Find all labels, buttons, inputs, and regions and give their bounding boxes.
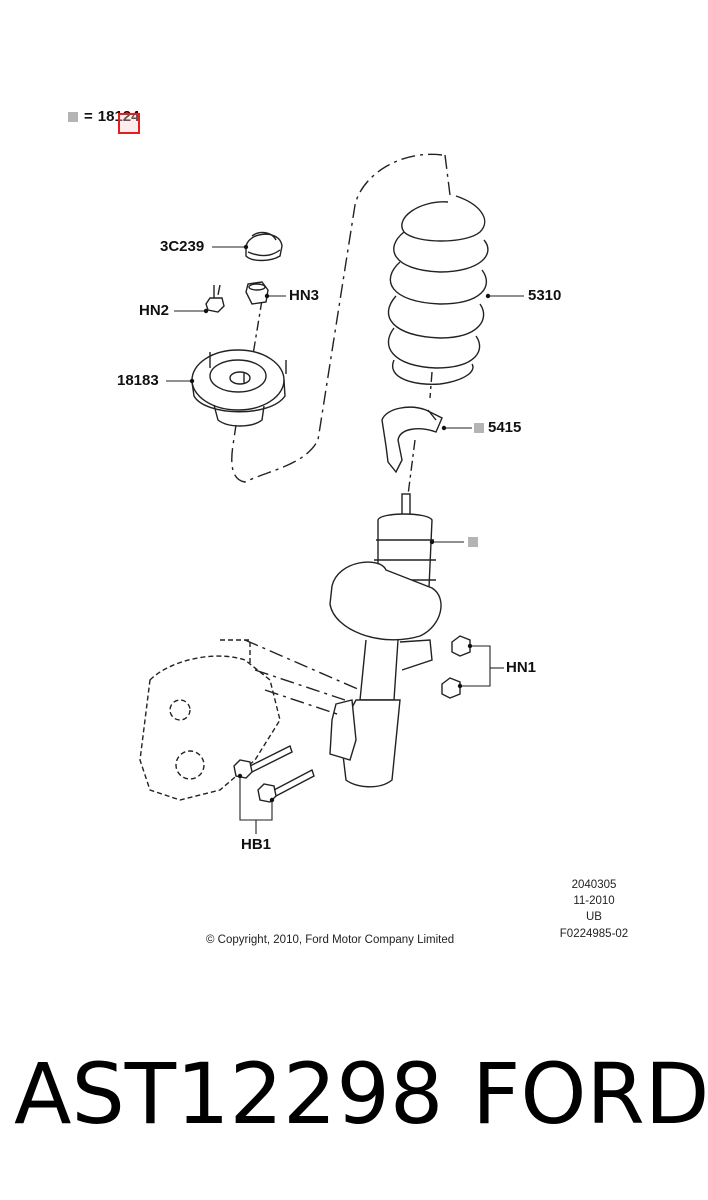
upper-mount-18183 [191,349,287,427]
nut-hn2 [205,285,225,313]
callout-hn1: HN1 [506,659,537,676]
leader-dots [189,244,491,803]
legend-marker-square [68,111,78,122]
exploded-suspension-diagram [139,153,524,834]
steering-knuckle [139,639,281,801]
strut-assembly-18124 [329,493,442,788]
meta-code: 2040305 [571,879,617,891]
meta-figure: F0224985-02 [559,928,629,940]
legend-equals: = [84,108,93,125]
callout-5415-marker [474,423,484,434]
spring-isolator-5415 [381,406,443,474]
assembly-path-mount [231,153,443,483]
coil-spring-5310 [387,195,489,385]
callout-5415-row: 5415 [474,419,521,436]
copyright-text: © Copyright, 2010, Ford Motor Company Li… [206,934,455,946]
callout-3c239: 3C239 [160,238,205,255]
alignment-lines [244,639,361,716]
assembly-path-strut [407,439,416,496]
part-number-caption: AST12298 [14,1045,444,1143]
assembly-path-upper [444,154,451,196]
bolts-hb1 [233,745,315,803]
dust-cap-3c239 [245,231,283,262]
nut-hn3 [245,281,269,305]
callout-18183: 18183 [117,372,159,389]
meta-region: UB [586,911,602,923]
nuts-hn1 [441,635,471,699]
leader-lines [166,246,524,834]
callout-marker-strut [468,537,478,547]
callout-hn3: HN3 [289,287,320,304]
callout-5310: 5310 [528,287,562,304]
highlight-box[interactable] [118,113,140,134]
meta-date: 11-2010 [573,895,615,907]
callout-hb1: HB1 [241,836,272,853]
callout-5415: 5415 [488,419,522,436]
brand-caption: FORD [472,1045,708,1143]
assembly-path-spring [429,371,433,399]
callout-hn2: HN2 [139,302,170,319]
